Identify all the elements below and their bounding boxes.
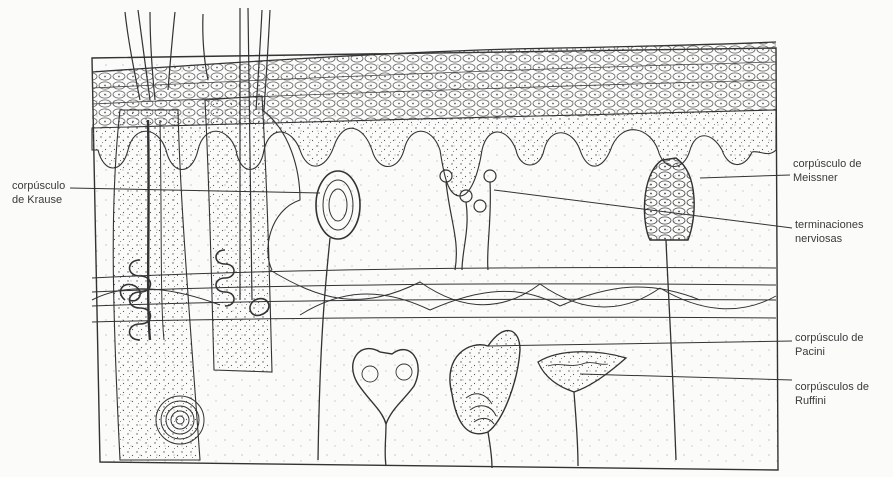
label-pacini-line1: corpúsculo de [795, 331, 864, 345]
label-meissner-line1: corpúsculo de [793, 157, 862, 171]
label-ruffini: corpúsculos de Ruffini [795, 380, 869, 408]
label-ruffini-line2: Ruffini [795, 394, 869, 408]
label-krause-line1: corpúsculo [12, 179, 65, 193]
label-krause-line2: de Krause [12, 193, 65, 207]
label-pacini: corpúsculo de Pacini [795, 331, 864, 359]
label-ruffini-line1: corpúsculos de [795, 380, 869, 394]
label-terminaciones: terminaciones nerviosas [795, 218, 863, 246]
label-pacini-line2: Pacini [795, 345, 864, 359]
label-terminaciones-line1: terminaciones [795, 218, 863, 232]
label-terminaciones-line2: nerviosas [795, 232, 863, 246]
label-krause: corpúsculo de Krause [12, 179, 65, 207]
label-meissner-line2: Meissner [793, 171, 862, 185]
label-meissner: corpúsculo de Meissner [793, 157, 862, 185]
